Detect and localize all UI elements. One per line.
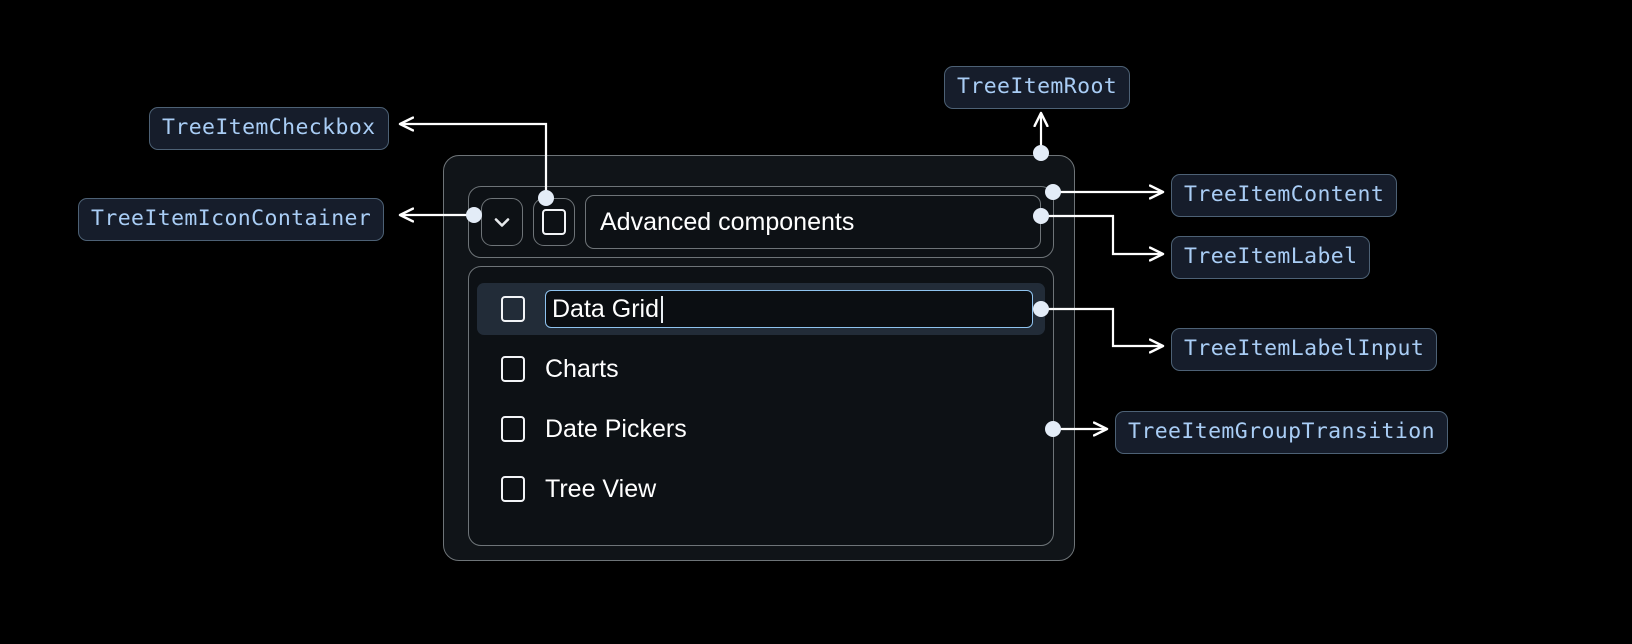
chip-tree-item-root: TreeItemRoot — [944, 66, 1131, 109]
checkbox-box-icon[interactable] — [501, 416, 525, 442]
chip-tree-item-checkbox: TreeItemCheckbox — [149, 107, 389, 150]
tree-item-label-text: Charts — [545, 354, 619, 383]
tree-item-root[interactable]: Advanced components Data Grid Charts Dat… — [443, 155, 1075, 561]
tree-item-content[interactable]: Advanced components — [468, 186, 1054, 258]
text-caret — [660, 295, 663, 323]
tree-item-group-transition: Data Grid Charts Date Pickers Tree View — [468, 266, 1054, 546]
tree-item-checkbox[interactable] — [533, 198, 575, 246]
tree-item-label-text: Date Pickers — [545, 414, 687, 443]
tree-item-row-data-grid[interactable]: Data Grid — [477, 283, 1045, 335]
tree-item-icon-container[interactable] — [481, 198, 523, 246]
tree-item-row-date-pickers[interactable]: Date Pickers — [477, 403, 1045, 455]
tree-item-label-input-value: Data Grid — [552, 294, 659, 323]
chip-tree-item-label-input: TreeItemLabelInput — [1171, 328, 1438, 371]
chip-tree-item-content: TreeItemContent — [1171, 174, 1398, 217]
tree-item-label-input[interactable]: Data Grid — [545, 290, 1033, 328]
checkbox-box-icon[interactable] — [501, 296, 525, 322]
chip-tree-item-group-transition: TreeItemGroupTransition — [1115, 411, 1448, 454]
checkbox-box-icon[interactable] — [501, 476, 525, 502]
tree-item-label-text: Advanced components — [600, 207, 855, 236]
chip-tree-item-icon-container: TreeItemIconContainer — [78, 198, 385, 241]
checkbox-box-icon — [542, 209, 566, 235]
tree-item-label-text: Tree View — [545, 474, 657, 503]
tree-item-label[interactable]: Advanced components — [585, 195, 1041, 249]
tree-item-row-tree-view[interactable]: Tree View — [477, 463, 1045, 515]
chip-tree-item-label: TreeItemLabel — [1171, 236, 1371, 279]
checkbox-box-icon[interactable] — [501, 356, 525, 382]
tree-item-row-charts[interactable]: Charts — [477, 343, 1045, 395]
chevron-down-icon — [494, 218, 510, 227]
